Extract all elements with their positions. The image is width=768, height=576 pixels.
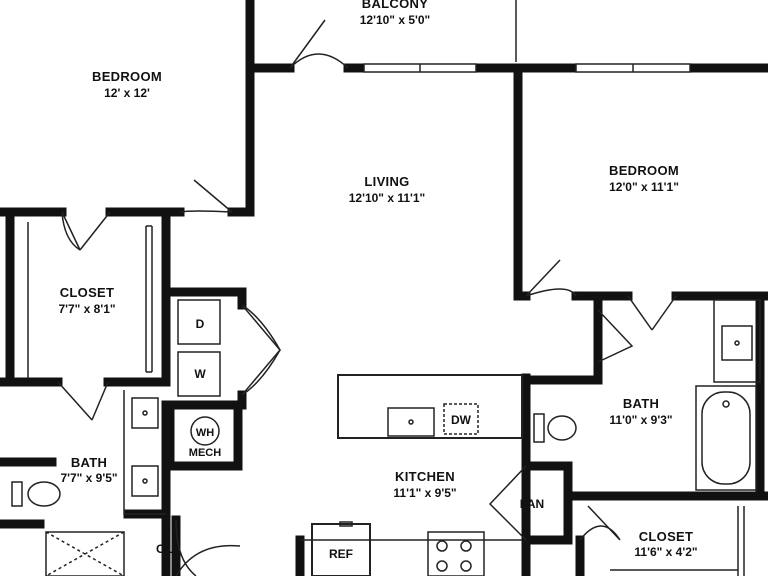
linen-closet-label: CL: [156, 542, 172, 556]
kitchen-island: [337, 374, 523, 439]
doors: [57, 19, 677, 576]
kitchen-sink-drain: [408, 419, 414, 425]
fixture-labels: D W WH MECH DW PAN REF CL: [156, 317, 544, 561]
room-dims-kitchen: 11'1" x 9'5": [393, 486, 456, 500]
room-labels: BALCONY 12'10" x 5'0" BEDROOM 12' x 12' …: [58, 0, 697, 559]
tub-bath2-inner: [701, 391, 751, 485]
door-closet2: [579, 505, 621, 541]
sink-bath1-upper-drain: [142, 410, 148, 416]
sink-bath1-upper: [131, 397, 159, 429]
toilet-bath1-bowl: [27, 481, 61, 507]
fixtures: [11, 299, 757, 576]
door-bedroom1-main: [179, 179, 233, 213]
room-dims-bedroom2: 12'0" x 11'1": [609, 180, 679, 194]
range-burner-3: [436, 560, 448, 572]
pantry-label: PAN: [520, 497, 544, 511]
room-dims-closet1: 7'7" x 8'1": [58, 302, 115, 316]
dishwasher-label: DW: [451, 413, 472, 427]
shower-bath1-drain-lines: [45, 531, 125, 576]
tub-bath2: [695, 385, 757, 491]
water-heater-circle: [190, 416, 220, 446]
sink-bath2: [721, 325, 753, 361]
laundry-door-bifold: [241, 304, 281, 396]
wall-bath2-top: [521, 291, 603, 385]
door-pantry: [488, 465, 527, 541]
room-name-bath2: BATH: [623, 396, 659, 411]
door-bath2-from-bed: [627, 295, 677, 331]
door-bedroom1-a: [61, 211, 81, 251]
room-dims-bath1: 7'7" x 9'5": [60, 471, 117, 485]
room-dims-bath2: 11'0" x 9'3": [609, 413, 672, 427]
laundry-door-arc: [241, 304, 281, 396]
door-bath1-hall: [175, 544, 241, 576]
range-box: [427, 531, 485, 576]
mech-label: MECH: [189, 447, 221, 459]
refrigerator-handle: [339, 521, 353, 527]
door-closet1-a: [57, 381, 109, 421]
water-heater-label: WH: [196, 427, 214, 439]
door-bath2-hall: [597, 309, 634, 363]
door-balcony: [289, 19, 349, 69]
room-dims-bedroom1: 12' x 12': [104, 86, 150, 100]
kitchen-sink: [387, 407, 435, 437]
vanity-bath1: [123, 390, 166, 515]
washer-label: W: [194, 367, 206, 381]
toilet-bath2-tank: [533, 413, 545, 443]
refrigerator-box: [311, 523, 371, 576]
door-bedroom1-b: [79, 211, 111, 251]
dryer-label: D: [196, 317, 205, 331]
door-bedroom2: [525, 259, 577, 297]
room-name-bedroom2: BEDROOM: [609, 163, 679, 178]
room-dims-living: 12'10" x 11'1": [349, 191, 425, 205]
shower-bath1: [45, 531, 125, 576]
room-name-bedroom1: BEDROOM: [92, 69, 162, 84]
wall-pantry: [521, 461, 573, 545]
washer-box: [177, 351, 221, 397]
refrigerator-label: REF: [329, 547, 353, 561]
room-dims-balcony: 12'10" x 5'0": [360, 13, 430, 27]
range-burner-4: [460, 560, 472, 572]
room-name-closet2: CLOSET: [639, 529, 694, 544]
thin-partitions: [27, 0, 761, 576]
vanity-bath2: [713, 299, 761, 383]
sink-bath2-drain: [734, 340, 740, 346]
room-name-bath1: BATH: [71, 455, 107, 470]
door-linen: [175, 519, 197, 576]
tub-bath2-drain: [722, 400, 730, 408]
toilet-bath1-tank: [11, 481, 23, 507]
room-name-living: LIVING: [364, 174, 409, 189]
room-name-balcony: BALCONY: [362, 0, 428, 11]
closet1-shelf-right: [145, 225, 153, 373]
room-dims-closet2: 11'6" x 4'2": [634, 545, 697, 559]
closet2-shelf: [737, 506, 745, 576]
room-name-closet1: CLOSET: [60, 285, 115, 300]
sink-bath1-lower-drain: [142, 478, 148, 484]
dishwasher-box: [443, 403, 479, 435]
range-burner-2: [460, 540, 472, 552]
dryer-box: [177, 299, 221, 345]
room-name-kitchen: KITCHEN: [395, 469, 455, 484]
toilet-bath2-bowl: [547, 415, 577, 441]
sink-bath1-lower: [131, 465, 159, 497]
range-burner-1: [436, 540, 448, 552]
